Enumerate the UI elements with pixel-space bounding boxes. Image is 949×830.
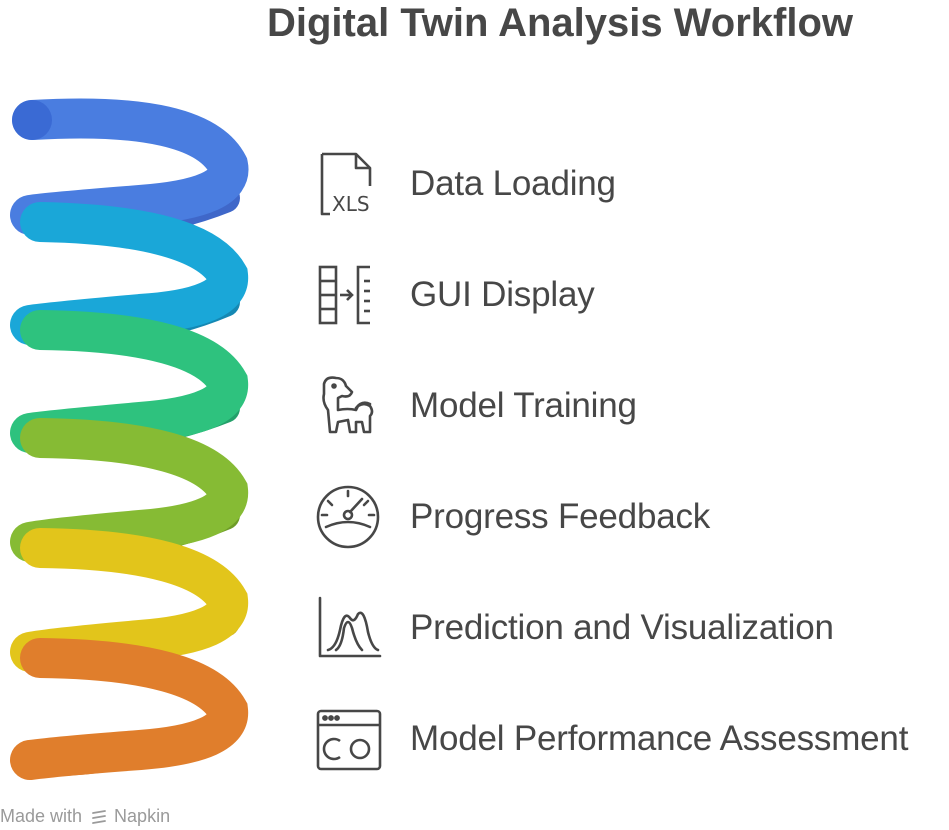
step-label: GUI Display — [410, 274, 595, 314]
step-gui-display: GUI Display — [312, 239, 908, 350]
step-label: Data Loading — [410, 163, 616, 203]
step-label: Progress Feedback — [410, 496, 711, 536]
distribution-chart-icon — [312, 592, 384, 664]
step-label: Model Performance Assessment — [410, 718, 909, 758]
step-progress-feedback: Progress Feedback — [312, 461, 908, 572]
coil-front-strand-6 — [10, 638, 249, 780]
footer-credit: Made with Napkin — [0, 806, 170, 827]
coil-front-strand-5 — [10, 528, 249, 672]
step-model-performance: Model Performance Assessment — [312, 683, 908, 794]
layout-transfer-icon — [312, 259, 384, 331]
napkin-logo-icon — [90, 808, 108, 826]
coil-front-strand-4 — [10, 418, 249, 562]
step-model-training: Model Training — [312, 350, 908, 461]
xls-file-icon-text: XLS — [332, 192, 370, 216]
gauge-icon — [312, 481, 384, 553]
step-label: Model Training — [410, 385, 637, 425]
coil-end-cap — [12, 100, 52, 140]
dog-training-icon — [312, 370, 384, 442]
coil-front-strand-3 — [10, 310, 249, 453]
performance-window-icon — [312, 703, 384, 775]
step-data-loading: XLS Data Loading — [312, 128, 908, 239]
workflow-steps: XLS Data Loading GUI Display — [312, 128, 908, 794]
footer-brand: Napkin — [114, 806, 171, 826]
coil-front-strand-2 — [10, 202, 249, 345]
coil-spiral — [10, 98, 249, 780]
step-label: Prediction and Visualization — [410, 607, 834, 647]
footer-made-with: Made with — [0, 806, 83, 826]
step-prediction-visualization: Prediction and Visualization — [312, 572, 908, 683]
page-title: Digital Twin Analysis Workflow — [267, 1, 853, 45]
xls-file-icon: XLS — [312, 148, 384, 220]
coil-front-strand-1 — [10, 98, 249, 235]
